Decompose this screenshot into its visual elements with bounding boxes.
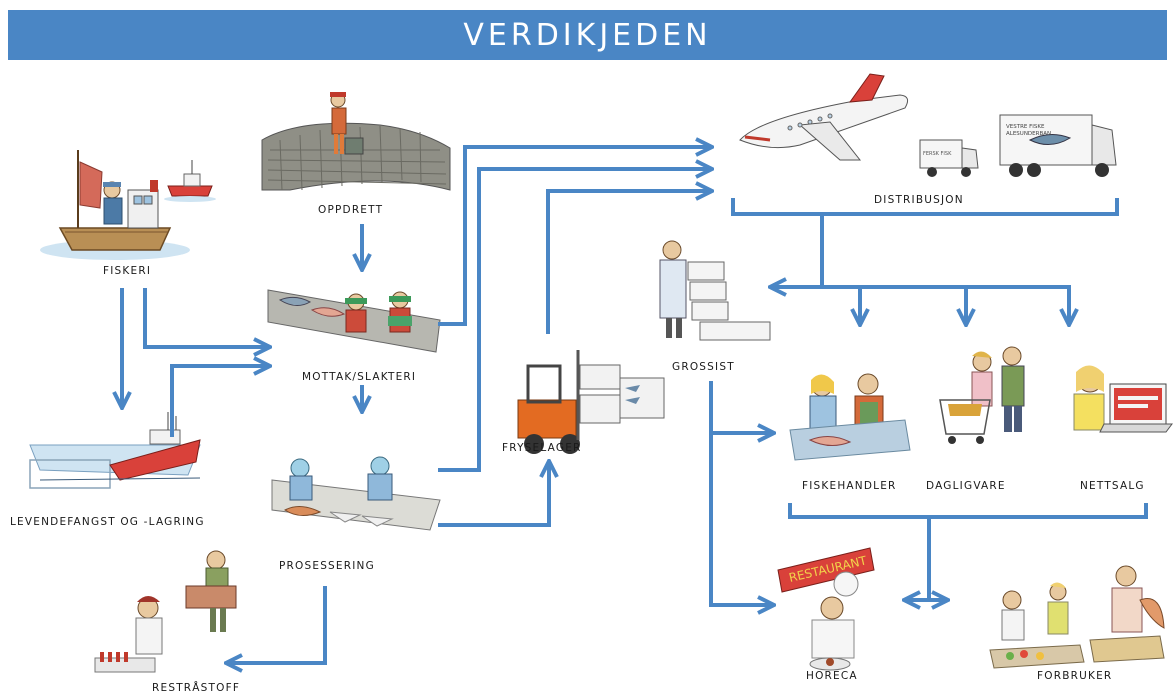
bracket-retail bbox=[788, 503, 1148, 519]
arrow-prosessering-distribusjon bbox=[438, 169, 710, 472]
label-mottak: MOTTAK/SLAKTERI bbox=[302, 371, 417, 383]
label-horeca: HORECA bbox=[806, 670, 858, 682]
wholesaler-illustration bbox=[659, 240, 771, 341]
bracket-distribusjon bbox=[731, 198, 1119, 216]
label-levendefangst: LEVENDEFANGST OG -LAGRING bbox=[10, 516, 205, 528]
processing-illustration bbox=[271, 456, 441, 531]
fishmonger-illustration bbox=[789, 373, 911, 461]
arrow-prosessering-reststoff bbox=[228, 586, 327, 663]
label-forbruker: FORBRUKER bbox=[1037, 670, 1113, 682]
label-prosessering: PROSESSERING bbox=[279, 560, 375, 572]
arrow-levendefangst-mottak bbox=[170, 366, 268, 437]
van-lettering: FERSK FISK bbox=[923, 151, 952, 157]
label-fryselager: FRYSELAGER bbox=[502, 442, 582, 454]
online-shopping-illustration bbox=[1073, 365, 1173, 433]
consumers-family-illustration bbox=[989, 565, 1165, 669]
horeca-chef-illustration: RESTAURANT bbox=[777, 547, 875, 671]
fish-farm-illustration bbox=[261, 92, 451, 191]
page-title: VERDIKJEDEN bbox=[463, 18, 712, 53]
arrow-fiskeri-mottak bbox=[143, 288, 268, 347]
cold-storage-forklift-illustration bbox=[517, 350, 665, 454]
live-catch-vessel-illustration bbox=[29, 412, 201, 489]
title-banner: VERDIKJEDEN bbox=[8, 10, 1167, 60]
grocery-shoppers-illustration bbox=[939, 346, 1025, 444]
label-fiskehandler: FISKEHANDLER bbox=[802, 480, 897, 492]
arrow-grossist-horeca bbox=[709, 381, 772, 605]
arrow-fryselager-distribusjon bbox=[546, 191, 710, 334]
distribution-illustration: FERSK FISK VESTRE FISKE ALESUNDERBAN bbox=[739, 73, 1117, 177]
slaughterhouse-illustration bbox=[267, 289, 441, 353]
label-fiskeri: FISKERI bbox=[103, 265, 152, 277]
truck-lettering-2: ALESUNDERBAN bbox=[1006, 131, 1051, 137]
label-nettsalg: NETTSALG bbox=[1080, 480, 1145, 492]
fishing-boat-illustration bbox=[40, 150, 216, 260]
truck-lettering-1: VESTRE FISKE bbox=[1006, 124, 1045, 130]
label-distribusjon: DISTRIBUSJON bbox=[874, 194, 964, 206]
label-reststoff: RESTRÅSTOFF bbox=[152, 682, 241, 694]
label-dagligvare: DAGLIGVARE bbox=[926, 480, 1006, 492]
arrow-prosessering-fryselager bbox=[438, 463, 549, 527]
label-oppdrett: OPPDRETT bbox=[318, 204, 384, 216]
label-grossist: GROSSIST bbox=[672, 361, 735, 373]
byproduct-lab-illustration bbox=[94, 550, 237, 673]
arrow-mottak-distribusjon bbox=[438, 147, 710, 326]
